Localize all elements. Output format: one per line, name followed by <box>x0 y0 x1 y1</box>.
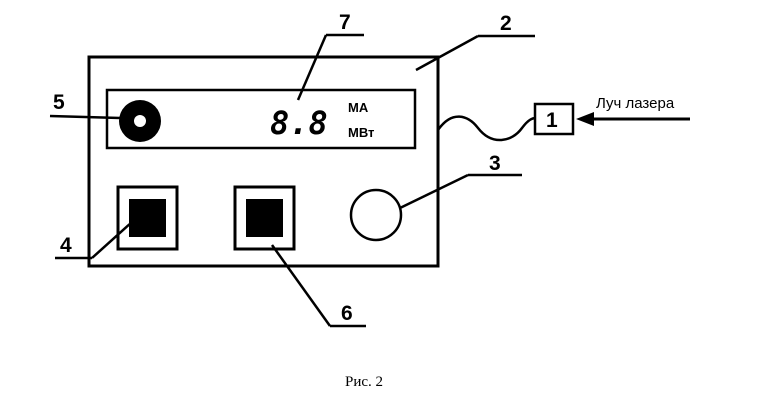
device-housing <box>87 55 440 268</box>
laser-beam-arrowhead <box>576 112 594 126</box>
leader-4 <box>91 221 133 259</box>
leader-2 <box>415 34 479 72</box>
callout-3: 3 <box>489 152 501 175</box>
callout-6: 6 <box>341 302 353 325</box>
sensor-cable <box>436 115 537 142</box>
leader-6 <box>270 244 332 327</box>
callout-7: 7 <box>339 11 351 34</box>
callout-4: 4 <box>60 234 72 257</box>
display-panel <box>105 88 417 150</box>
callout-1: 1 <box>546 109 558 132</box>
sensor-block <box>533 102 575 136</box>
leader-5 <box>49 114 121 120</box>
unit-current-label: МА <box>348 100 369 115</box>
round-knob <box>349 188 403 242</box>
figure-caption: Рис. 2 <box>345 374 383 390</box>
callout-2: 2 <box>500 12 512 35</box>
display-digits: 8.8 <box>270 104 328 142</box>
leader-3 <box>399 173 469 210</box>
unit-power-label: МВт <box>348 125 374 140</box>
callout-5: 5 <box>53 91 65 114</box>
indicator-center <box>134 115 146 127</box>
leader-7 <box>296 34 328 101</box>
button-4-key <box>129 199 166 237</box>
laser-beam-label: Луч лазера <box>596 95 675 112</box>
button-6-key <box>246 199 283 237</box>
